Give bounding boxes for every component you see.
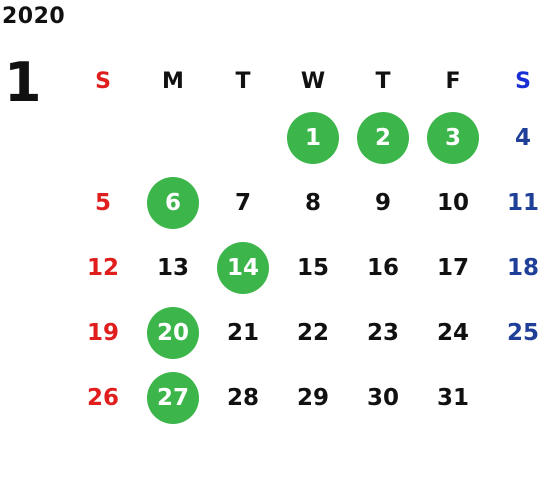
highlighted-date[interactable]: 3 xyxy=(427,111,479,164)
calendar-cell: 8 xyxy=(278,170,348,235)
calendar-cell: 9 xyxy=(348,170,418,235)
calendar-cell: 23 xyxy=(348,300,418,365)
weekday-header: S xyxy=(95,68,111,94)
calendar-cell: 24 xyxy=(418,300,488,365)
highlighted-date[interactable]: 2 xyxy=(357,111,409,164)
month-label: 1 xyxy=(4,51,42,114)
calendar-date[interactable]: 24 xyxy=(436,319,469,346)
highlighted-date[interactable]: 6 xyxy=(147,176,199,229)
calendar-cell: 5 xyxy=(68,170,138,235)
calendar-date[interactable]: 17 xyxy=(436,254,469,281)
calendar-date[interactable]: 4 xyxy=(514,124,531,151)
weekday-header: T xyxy=(235,68,251,94)
calendar-cell: 31 xyxy=(418,365,488,430)
highlighted-date[interactable]: 14 xyxy=(217,241,269,294)
calendar-date[interactable]: 9 xyxy=(374,189,391,216)
calendar-date[interactable]: 28 xyxy=(226,384,259,411)
calendar-date[interactable]: 23 xyxy=(366,319,399,346)
calendar-cell: 18 xyxy=(488,235,548,300)
calendar-date[interactable]: 8 xyxy=(304,189,321,216)
calendar-cell xyxy=(208,105,278,170)
weekday-header: T xyxy=(375,68,391,94)
weekday-header: S xyxy=(515,68,531,94)
weekday-header: M xyxy=(162,68,184,94)
calendar-date[interactable]: 11 xyxy=(506,189,539,216)
calendar-cell: 26 xyxy=(68,365,138,430)
calendar-cell: 12 xyxy=(68,235,138,300)
calendar-cell: 3 xyxy=(418,105,488,170)
calendar-date[interactable]: 22 xyxy=(296,319,329,346)
calendar-cell: 4 xyxy=(488,105,548,170)
year-label: 2020 xyxy=(2,4,66,29)
calendar-cell: 13 xyxy=(138,235,208,300)
calendar-date[interactable]: 10 xyxy=(436,189,469,216)
calendar-date[interactable]: 29 xyxy=(296,384,329,411)
highlighted-date[interactable]: 1 xyxy=(287,111,339,164)
weekday-header: F xyxy=(445,68,461,94)
calendar-date[interactable]: 12 xyxy=(86,254,119,281)
calendar-cell xyxy=(68,105,138,170)
calendar-cell: 7 xyxy=(208,170,278,235)
calendar-cell: 2 xyxy=(348,105,418,170)
calendar-cell: 29 xyxy=(278,365,348,430)
calendar-cell: 17 xyxy=(418,235,488,300)
calendar-cell xyxy=(138,105,208,170)
calendar-cell: 1 xyxy=(278,105,348,170)
calendar-cell: 28 xyxy=(208,365,278,430)
calendar-date[interactable]: 30 xyxy=(366,384,399,411)
calendar-date[interactable]: 25 xyxy=(506,319,539,346)
calendar-cell: 19 xyxy=(68,300,138,365)
calendar-date[interactable]: 19 xyxy=(86,319,119,346)
calendar-cell: 21 xyxy=(208,300,278,365)
calendar-cell: 14 xyxy=(208,235,278,300)
highlighted-date[interactable]: 27 xyxy=(147,371,199,424)
weekday-header: W xyxy=(300,68,326,94)
calendar-cell: 30 xyxy=(348,365,418,430)
calendar-cell: 11 xyxy=(488,170,548,235)
calendar-date[interactable]: 15 xyxy=(296,254,329,281)
calendar-date[interactable]: 31 xyxy=(436,384,469,411)
calendar-date[interactable]: 18 xyxy=(506,254,539,281)
calendar-cell: 15 xyxy=(278,235,348,300)
calendar-date[interactable]: 21 xyxy=(226,319,259,346)
calendar-cell: 6 xyxy=(138,170,208,235)
calendar-cell: 16 xyxy=(348,235,418,300)
calendar-cell: 22 xyxy=(278,300,348,365)
calendar-cell: 27 xyxy=(138,365,208,430)
calendar-date[interactable]: 7 xyxy=(234,189,251,216)
calendar-date[interactable]: 13 xyxy=(156,254,189,281)
calendar-cell: 20 xyxy=(138,300,208,365)
calendar-cell xyxy=(488,365,548,430)
calendar-date[interactable]: 26 xyxy=(86,384,119,411)
calendar-cell: 10 xyxy=(418,170,488,235)
calendar-cell: 25 xyxy=(488,300,548,365)
calendar-date[interactable]: 16 xyxy=(366,254,399,281)
highlighted-date[interactable]: 20 xyxy=(147,306,199,359)
calendar-date[interactable]: 5 xyxy=(94,189,111,216)
